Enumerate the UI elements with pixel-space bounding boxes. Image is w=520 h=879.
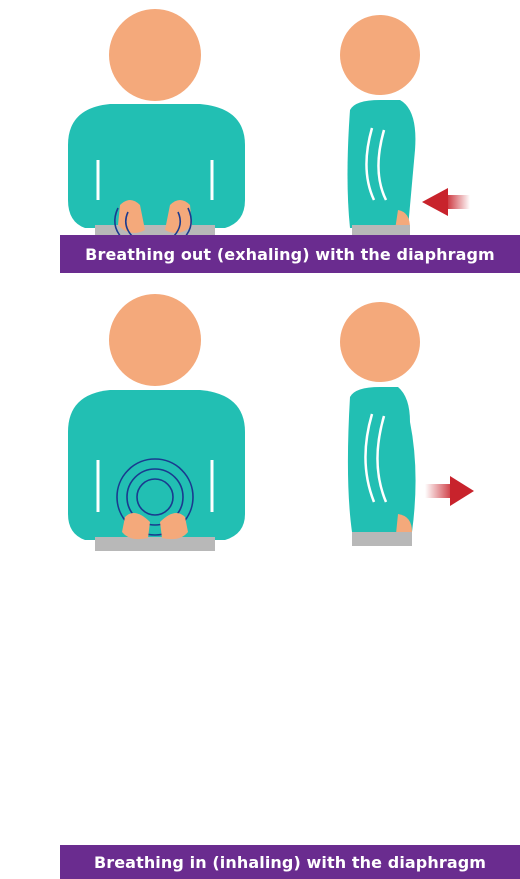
side-figure-inhale — [340, 302, 474, 546]
side-torso — [348, 387, 416, 532]
exhale-caption: Breathing out (exhaling) with the diaphr… — [60, 235, 520, 273]
arrow-right-icon — [425, 476, 474, 506]
side-head — [340, 302, 420, 382]
inhale-caption: Breathing in (inhaling) with the diaphra… — [60, 845, 520, 879]
side-figure-exhale — [340, 15, 470, 237]
arrow-left-icon — [422, 188, 470, 216]
side-torso — [348, 100, 416, 228]
front-head — [109, 294, 201, 386]
front-torso — [68, 104, 245, 228]
side-head — [340, 15, 420, 95]
front-head — [109, 9, 201, 101]
front-pants — [95, 537, 215, 551]
inhale-illustration — [0, 292, 520, 562]
front-torso — [68, 390, 245, 540]
front-figure-exhale — [68, 9, 245, 238]
front-figure-inhale — [68, 294, 245, 551]
exhale-illustration — [0, 0, 520, 275]
exhale-panel: Breathing out (exhaling) with the diaphr… — [0, 0, 520, 275]
inhale-panel: Breathing in (inhaling) with the diaphra… — [0, 292, 520, 587]
